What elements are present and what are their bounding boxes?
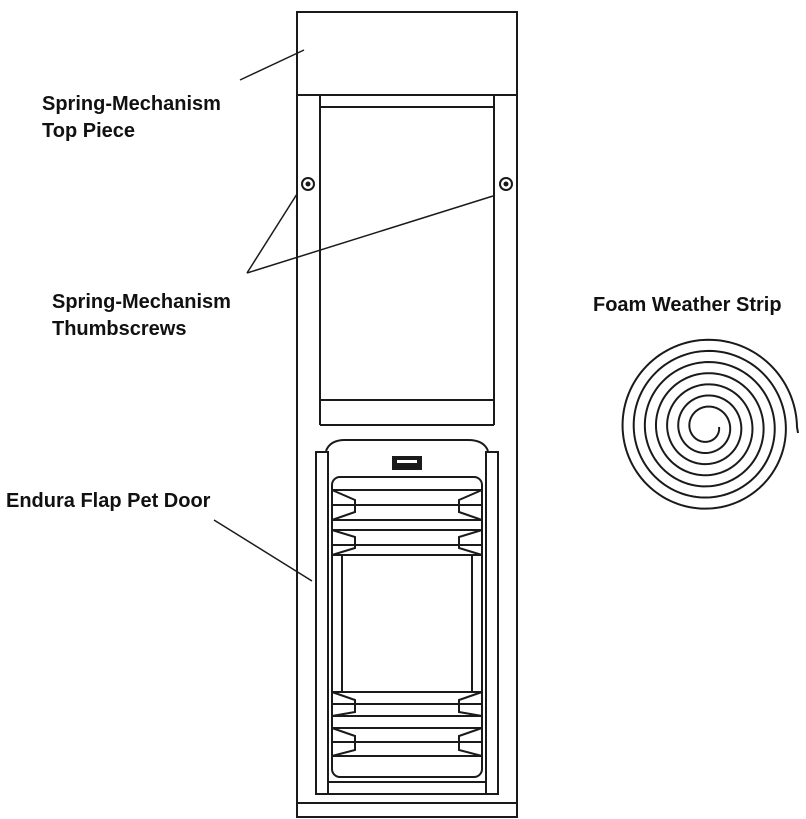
label-top-piece-line2: Top Piece xyxy=(42,120,135,142)
thumbscrew-left xyxy=(301,177,315,191)
leader-top-piece xyxy=(239,49,305,81)
label-thumbscrews-line1: Spring-Mechanism xyxy=(52,291,231,313)
pet-door-flap xyxy=(331,476,483,778)
panel-frame xyxy=(296,94,518,818)
pet-door-right-post xyxy=(485,451,499,795)
lower-flap-ridges xyxy=(331,691,483,757)
foam-weather-strip-coil xyxy=(621,338,799,510)
label-top-piece-line1: Spring-Mechanism xyxy=(42,93,221,115)
upper-flap-ridges xyxy=(331,489,483,556)
leader-pet-door xyxy=(213,519,313,582)
pet-door-housing xyxy=(325,439,489,452)
thumbscrew-right xyxy=(499,177,513,191)
pet-door-flap-window xyxy=(341,554,473,693)
spring-mechanism-top-piece xyxy=(296,11,518,96)
label-weather-strip: Foam Weather Strip xyxy=(593,294,782,316)
pet-door-left-post xyxy=(315,451,329,795)
label-thumbscrews-line2: Thumbscrews xyxy=(52,318,186,340)
leader-thumbscrew-left xyxy=(246,193,298,274)
leader-thumbscrew-right xyxy=(246,195,494,274)
label-pet-door: Endura Flap Pet Door xyxy=(6,490,211,512)
